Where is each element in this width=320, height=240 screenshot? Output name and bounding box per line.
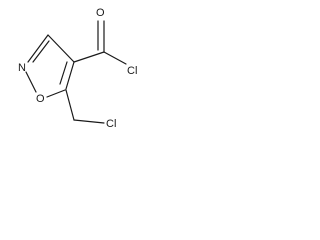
bond-c4-ccarbonyl	[73, 51, 105, 63]
bond-c5-c4-inner	[59, 61, 68, 85]
acyl-chlorine-label: Cl	[127, 65, 137, 77]
bond-ch2-cl	[73, 119, 105, 124]
bond-ccarbonyl-cl	[103, 51, 127, 65]
structure-diagram: N O O Cl Cl	[18, 7, 137, 130]
bond-c5-c4	[65, 61, 75, 90]
bond-c5-ch2	[65, 89, 75, 121]
bond-c3-n2	[27, 34, 49, 63]
alkyl-chlorine-label: Cl	[106, 118, 116, 130]
bond-n2-o1	[25, 71, 37, 93]
ring-nitrogen-label: N	[18, 62, 26, 74]
bond-c4-c3	[47, 34, 75, 63]
ring-oxygen-label: O	[36, 93, 45, 105]
bond-o1-c5	[46, 89, 66, 98]
carbonyl-oxygen-label: O	[96, 7, 105, 19]
bond-c3-n2-inner	[32, 40, 50, 63]
